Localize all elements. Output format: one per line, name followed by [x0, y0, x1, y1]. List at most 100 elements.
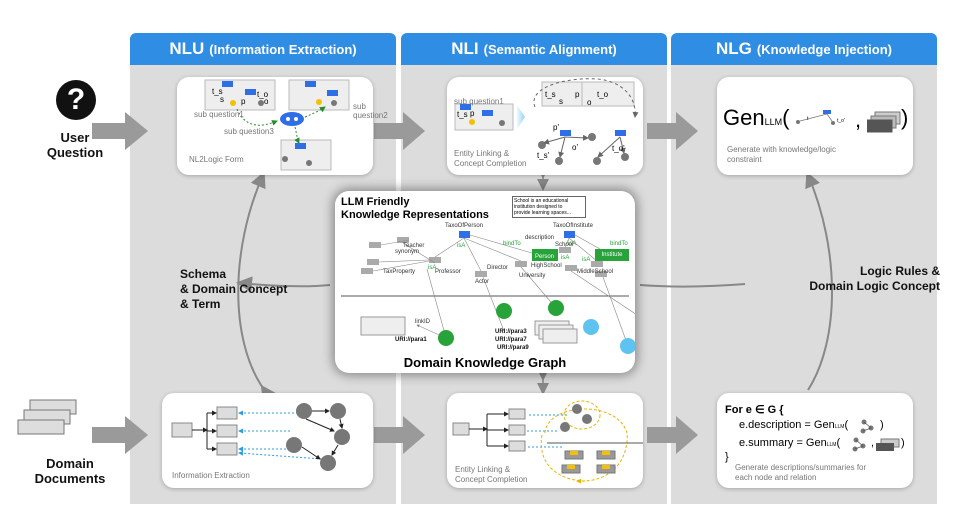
entity-linking-top-graph: t_s p t_s s p t_o o p' o' t_s' t_o'	[454, 78, 639, 165]
information-extraction-graph	[171, 403, 350, 471]
kg-note: School is an educational institution des…	[512, 196, 586, 218]
svg-text:o: o	[264, 97, 269, 106]
for-loop-line4: }	[725, 451, 729, 463]
schema-label: Schema & Domain Concept & Term	[180, 267, 288, 311]
svg-text:isA: isA	[428, 265, 436, 271]
card-nl2logic: t_s s p t_o o sub question1 sub question…	[177, 77, 388, 175]
card-information-extraction: Information Extraction	[162, 393, 373, 488]
line3-sub: LLM	[826, 442, 837, 448]
svg-text:t_o: t_o	[597, 90, 609, 99]
svg-text:synonym: synonym	[395, 249, 419, 255]
svg-text:Actor: Actor	[475, 279, 489, 285]
block-arrow-question	[92, 112, 148, 150]
block-arrow-bottom-2	[647, 416, 698, 454]
logic-label: Logic Rules & Domain Logic Concept	[809, 264, 940, 293]
svg-text:s: s	[220, 95, 224, 104]
curve-right	[805, 171, 833, 391]
svg-text:University: University	[519, 273, 545, 279]
line3-paren-close: )	[901, 437, 905, 449]
header-nlg-main: NLG	[716, 39, 752, 58]
svg-text:isA: isA	[582, 257, 590, 263]
line2-text: e.description = Gen	[739, 419, 835, 431]
header-nlu: NLU (Information Extraction)	[130, 33, 396, 65]
block-arrow-bottom-1	[374, 416, 425, 454]
svg-text:MiddleSchool: MiddleSchool	[577, 269, 613, 275]
svg-text:isA: isA	[457, 243, 465, 249]
svg-text:t_s: t_s	[212, 87, 223, 96]
line2-graph-icon	[860, 419, 874, 434]
for-loop-line3: e.summary = GenLLM(	[739, 437, 840, 449]
svg-text:URI://para7: URI://para7	[495, 337, 527, 343]
nl2logic-sub-question1: sub question1	[194, 110, 244, 119]
svg-text:t_s: t_s	[545, 90, 556, 99]
svg-text:URI://para9: URI://para9	[497, 345, 529, 351]
line3-text: e.summary = Gen	[739, 437, 827, 449]
gen-documents-icon	[867, 111, 901, 133]
entity-linking-top-caption: Entity Linking & Concept Completion	[454, 149, 527, 168]
entity-linking-bottom-caption: Entity Linking & Concept Completion	[455, 465, 528, 484]
entity-linking-bottom-graph	[452, 400, 643, 484]
svg-text:TaxoOfInstitute: TaxoOfInstitute	[553, 223, 594, 229]
svg-text:URI://para1: URI://para1	[395, 337, 427, 343]
header-nlu-main: NLU	[169, 39, 205, 58]
gen-comma: ,	[855, 107, 862, 132]
svg-text:t: t	[807, 116, 809, 122]
line3-paren-open: (	[836, 437, 841, 449]
line2-paren-open: (	[844, 419, 849, 431]
svg-text:TaxoOfPerson: TaxoOfPerson	[445, 223, 483, 229]
svg-text:TaxProperty: TaxProperty	[383, 269, 415, 275]
header-nlg-sub: (Knowledge Injection)	[756, 41, 892, 57]
svg-text:p: p	[470, 109, 475, 118]
information-extraction-caption: Information Extraction	[172, 471, 250, 480]
nl2logic-caption: NL2Logic Form	[189, 155, 244, 164]
svg-text:bindTo: bindTo	[610, 241, 628, 247]
generate-top-caption: Generate with knowledge/logic constraint	[727, 145, 836, 164]
gen-llm-sub: LLM	[764, 117, 783, 127]
header-nli: NLI (Semantic Alignment)	[401, 33, 667, 65]
svg-text:o: o	[587, 98, 592, 107]
line2-sub: LLM	[834, 424, 845, 430]
header-nli-main: NLI	[451, 39, 479, 58]
block-arrow-top-1	[374, 112, 425, 150]
svg-text:description: description	[525, 235, 554, 241]
svg-text:Person: Person	[535, 254, 554, 260]
gen-paren-open: (	[782, 105, 790, 130]
svg-text:t_o: t_o	[257, 90, 269, 99]
kg-footer: Domain Knowledge Graph	[403, 355, 567, 370]
line3-graph-icon	[852, 437, 866, 452]
svg-text:School: School	[555, 242, 573, 248]
header-nli-sub: (Semantic Alignment)	[483, 41, 617, 57]
domain-documents-label: Domain Documents	[34, 456, 106, 486]
generate-bottom-caption: Generate descriptions/summaries for each…	[735, 463, 867, 482]
gen-mini-graph-icon: t t_o'	[796, 110, 845, 125]
svg-text:Director: Director	[487, 265, 508, 271]
svg-text:Teacher: Teacher	[403, 243, 424, 249]
card-generate-top: GenLLM( t t_o' , ) Generate with knowled…	[717, 77, 913, 175]
block-arrow-documents	[92, 416, 148, 454]
user-question-label: User Question	[46, 130, 104, 160]
svg-text:linkID: linkID	[415, 319, 431, 325]
institute-box: Institute	[595, 249, 629, 261]
line3-comma: ,	[871, 437, 875, 449]
nl2logic-sub-question3: sub question3	[224, 127, 274, 136]
svg-text:HighSchool: HighSchool	[531, 263, 562, 269]
header-nlg: NLG (Knowledge Injection)	[671, 33, 937, 65]
svg-text:p: p	[575, 90, 580, 99]
line3-documents-icon	[876, 438, 900, 451]
card-generate-bottom: For e ∈ G { e.description = GenLLM( ) e.…	[717, 393, 913, 488]
nl2logic-sub-question2: sub question2	[353, 102, 388, 120]
block-arrow-top-2	[647, 112, 698, 150]
svg-text:p: p	[241, 97, 246, 106]
svg-text:bindTo: bindTo	[503, 241, 521, 247]
line2-paren-close: )	[880, 419, 884, 431]
svg-text:isA: isA	[568, 241, 576, 247]
svg-text:isA: isA	[561, 255, 569, 261]
card-entity-linking-bottom: Entity Linking & Concept Completion	[447, 393, 643, 488]
kg-title: LLM Friendly Knowledge Representations	[341, 196, 489, 221]
svg-text:t_o': t_o'	[837, 118, 845, 124]
svg-text:p': p'	[553, 123, 559, 132]
card-entity-linking-top: t_s p t_s s p t_o o p' o' t_s' t_o' sub …	[447, 77, 643, 175]
svg-text:t_s: t_s	[457, 110, 468, 119]
svg-text:s: s	[559, 97, 563, 106]
